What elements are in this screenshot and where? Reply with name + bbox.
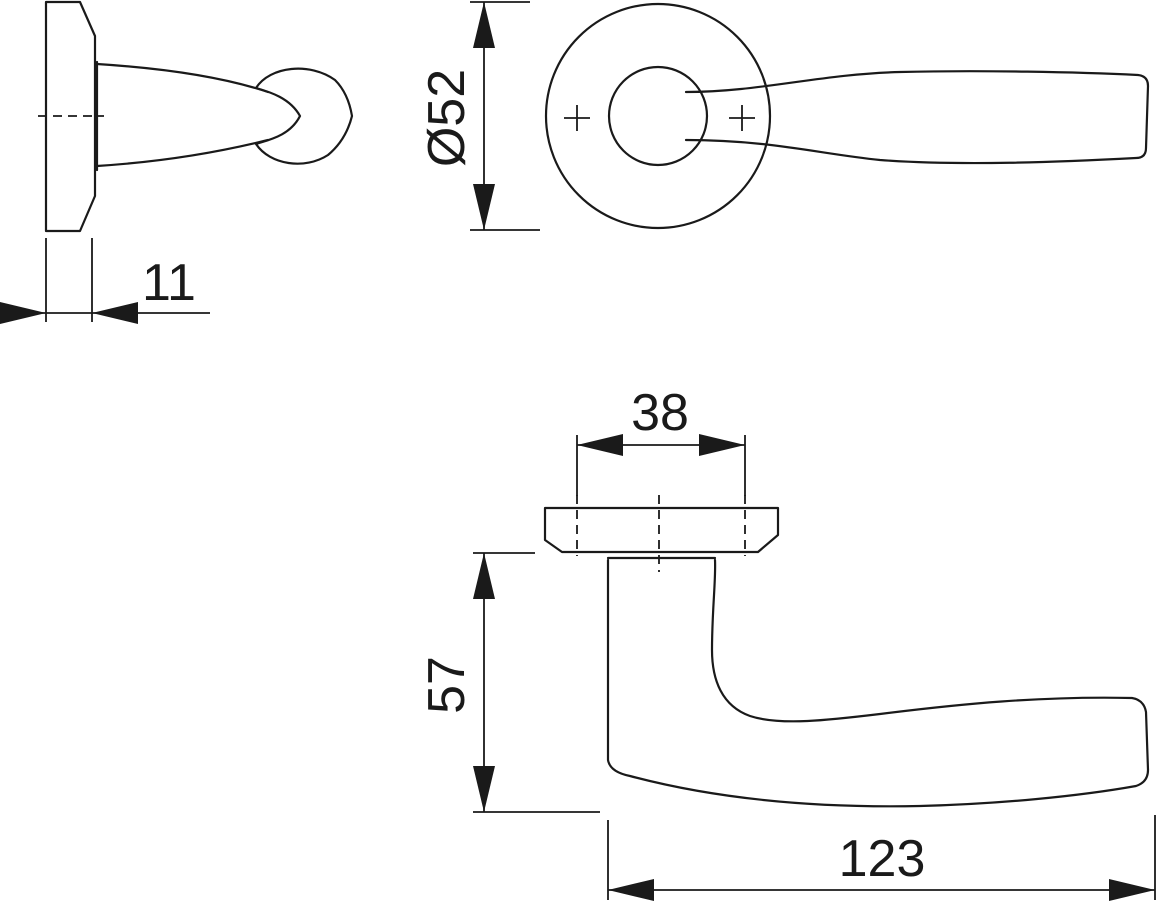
arrow-57-down: [473, 766, 495, 812]
rose-profile: [44, 0, 97, 233]
neck-circle: [607, 65, 709, 167]
dimension-label-123: 123: [839, 830, 926, 888]
lever-side-top: [95, 62, 270, 94]
arrow-down: [473, 184, 495, 230]
rose-top-profile: [543, 506, 780, 554]
front-view: Ø52: [418, 1, 1150, 231]
dimension-label-57: 57: [418, 656, 476, 714]
arrow-38-left: [577, 434, 623, 456]
fixing-mark-left: [564, 105, 590, 131]
dimension-label-38: 38: [631, 384, 689, 442]
lever-front-outline: [684, 70, 1150, 165]
side-view: 11: [0, 0, 354, 324]
lever-side-bottom: [95, 138, 270, 168]
arrow-left: [92, 302, 138, 324]
arrow-123-right: [1109, 879, 1155, 901]
arrow-123-left: [608, 879, 654, 901]
dimension-label-52: Ø52: [418, 69, 476, 167]
arrow-right: [0, 302, 46, 324]
fixing-mark-right: [729, 105, 755, 131]
lever-top-outline: [606, 556, 1150, 808]
arrow-38-right: [699, 434, 745, 456]
top-view: 38 57 123: [418, 384, 1156, 901]
arrow-up: [473, 2, 495, 48]
rose-circle: [544, 2, 772, 230]
lever-end-profile: [254, 67, 354, 165]
dimension-label-11: 11: [142, 254, 196, 312]
arrow-57-up: [473, 553, 495, 599]
